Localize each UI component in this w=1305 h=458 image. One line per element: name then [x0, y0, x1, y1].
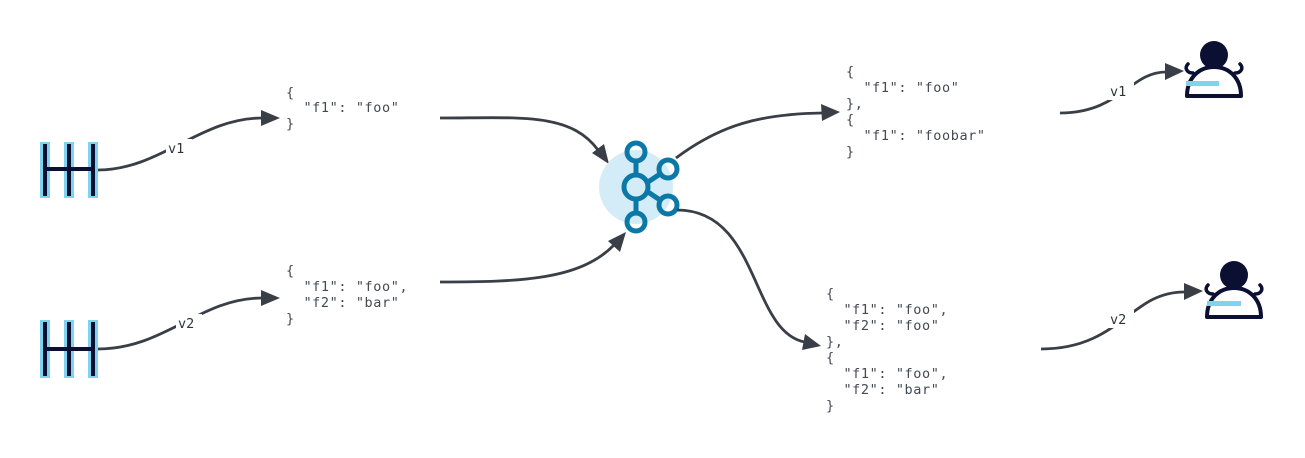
producer-2: [40, 320, 98, 378]
message-producer-2: { "f1": "foo", "f2": "bar" }: [286, 263, 417, 327]
messages-consumer-2: { "f1": "foo", "f2": "foo" }, { "f1": "f…: [826, 286, 957, 414]
kafka-icon: [621, 140, 680, 234]
consumer-person-icon: [1204, 261, 1264, 319]
broker: [599, 140, 680, 234]
edge-message-1-to-broker: [439, 116, 609, 164]
edge-label-v1-consumer: v1: [1110, 84, 1126, 100]
edge-consumer-2: v2: [1040, 283, 1203, 351]
edge-broker-to-messages-2: [676, 208, 821, 350]
consumer-2: [1204, 261, 1264, 319]
edge-producer-2: v2: [97, 290, 280, 351]
consumer-1: [1184, 41, 1244, 98]
messages-consumer-1: { "f1": "foo" }, { "f1": "foobar" }: [846, 64, 994, 160]
edge-label-v2-consumer: v2: [1110, 312, 1126, 328]
edge-label-v2: v2: [178, 316, 194, 332]
edge-producer-1: v1: [97, 110, 280, 172]
message-producer-1: { "f1": "foo" }: [286, 85, 408, 132]
edge-label-v1: v1: [168, 141, 184, 157]
kafka-halo: [599, 150, 673, 224]
gear-shift-icon: [40, 320, 98, 378]
consumer-person-icon: [1184, 41, 1244, 98]
producer-1: [40, 142, 98, 198]
edge-message-2-to-broker: [439, 232, 626, 284]
gear-shift-icon: [40, 142, 98, 198]
edge-broker-to-messages-1: [675, 104, 840, 160]
edge-consumer-1: v1: [1059, 63, 1184, 115]
